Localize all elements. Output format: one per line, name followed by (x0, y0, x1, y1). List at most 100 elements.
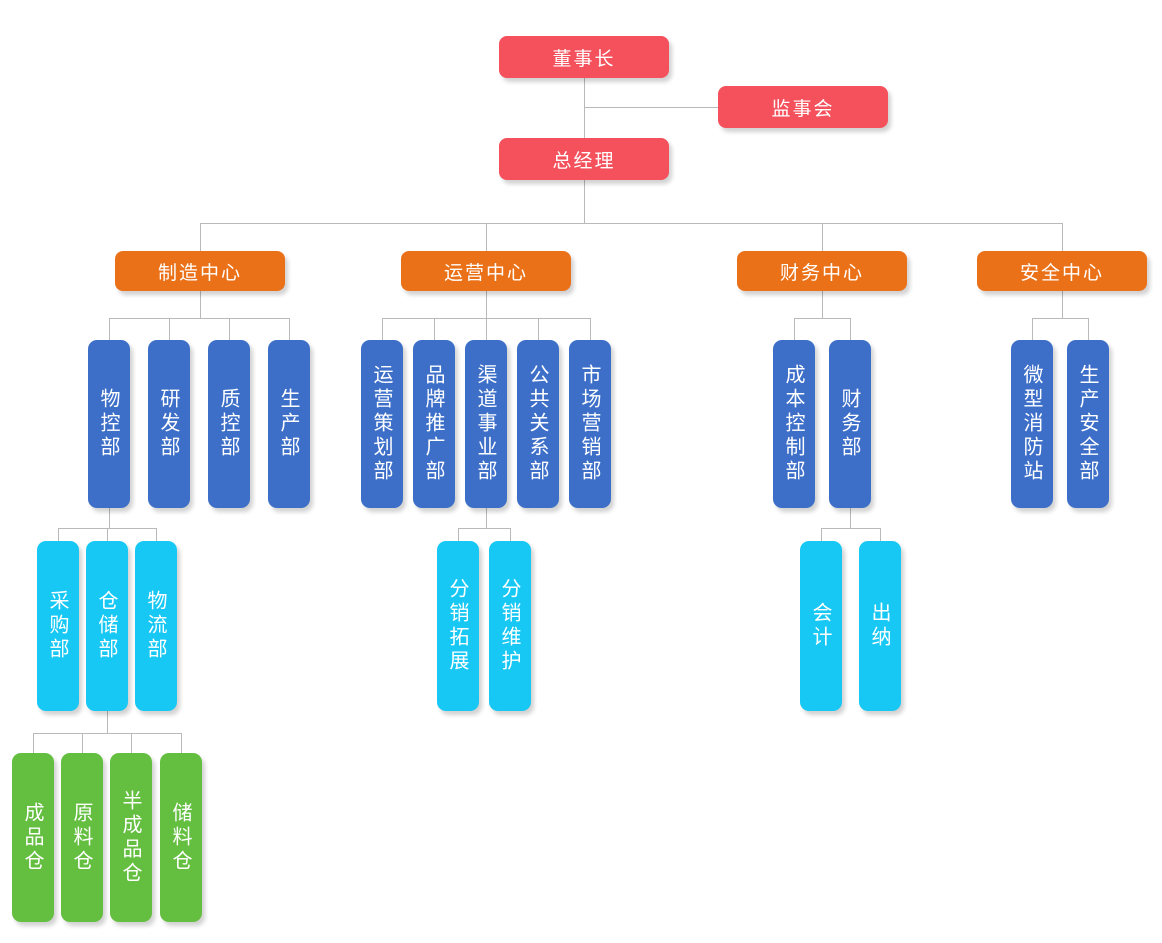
node-accounting: 会计 (800, 541, 842, 711)
connector-line (458, 528, 510, 529)
connector-line (107, 528, 108, 541)
connector-line (434, 318, 435, 340)
node-label: 安全中心 (1019, 261, 1104, 284)
node-label: 成本控制部 (782, 364, 806, 484)
connector-line (590, 318, 591, 340)
connector-line (486, 291, 487, 318)
node-label: 会计 (809, 602, 833, 650)
connector-line (109, 508, 110, 528)
node-cashier: 出纳 (859, 541, 901, 711)
node-label: 质控部 (217, 388, 241, 460)
connector-line (822, 291, 823, 318)
connector-line (200, 223, 201, 251)
node-brand-promotion-dept: 品牌推广部 (413, 340, 455, 508)
connector-line (169, 318, 170, 340)
node-label: 物流部 (144, 590, 168, 662)
node-label: 总经理 (552, 149, 616, 172)
connector-line (200, 223, 1062, 224)
connector-line (486, 508, 487, 528)
connector-line (880, 528, 881, 541)
connector-line (584, 180, 585, 223)
node-semi-finished-goods-warehouse: 半成品仓 (110, 753, 152, 922)
node-cost-control-dept: 成本控制部 (773, 340, 815, 508)
node-warehousing-dept: 仓储部 (86, 541, 128, 711)
node-label: 分销拓展 (446, 578, 470, 674)
connector-line (1088, 318, 1089, 340)
connector-line (794, 318, 795, 340)
connector-line (58, 528, 59, 541)
connector-line (1032, 318, 1088, 319)
node-logistics-dept: 物流部 (135, 541, 177, 711)
connector-line (107, 711, 108, 733)
node-label: 物控部 (97, 388, 121, 460)
connector-line (109, 318, 289, 319)
node-label: 成品仓 (21, 801, 45, 874)
node-quality-control-dept: 质控部 (208, 340, 250, 508)
node-label: 运营中心 (443, 261, 528, 284)
connector-line (486, 223, 487, 251)
node-micro-fire-station: 微型消防站 (1011, 340, 1053, 508)
node-purchasing-dept: 采购部 (37, 541, 79, 711)
node-label: 财务中心 (779, 261, 864, 284)
connector-line (200, 291, 201, 318)
connector-line (850, 318, 851, 340)
node-rnd-dept: 研发部 (148, 340, 190, 508)
connector-line (794, 318, 850, 319)
node-label: 渠道事业部 (474, 364, 498, 484)
connector-line (850, 508, 851, 528)
node-channel-business-dept: 渠道事业部 (465, 340, 507, 508)
node-label: 生产安全部 (1076, 364, 1100, 484)
node-production-dept: 生产部 (268, 340, 310, 508)
node-distribution-maintenance: 分销维护 (489, 541, 531, 711)
node-finance-center: 财务中心 (737, 251, 907, 291)
connector-line (156, 528, 157, 541)
connector-line (584, 107, 718, 108)
node-label: 采购部 (46, 590, 70, 662)
node-label: 市场营销部 (578, 364, 602, 484)
node-label: 分销维护 (498, 578, 522, 674)
node-material-control-dept: 物控部 (88, 340, 130, 508)
connector-line (33, 733, 181, 734)
node-operations-planning-dept: 运营策划部 (361, 340, 403, 508)
node-public-relations-dept: 公共关系部 (517, 340, 559, 508)
node-general-manager: 总经理 (499, 138, 669, 180)
node-manufacturing-center: 制造中心 (115, 251, 285, 291)
node-label: 仓储部 (95, 590, 119, 662)
connector-line (458, 528, 459, 541)
connector-line (821, 528, 880, 529)
node-chairman: 董事长 (499, 36, 669, 78)
node-label: 出纳 (868, 602, 892, 650)
connector-line (510, 528, 511, 541)
node-operations-center: 运营中心 (401, 251, 571, 291)
node-label: 原料仓 (70, 801, 94, 874)
node-label: 监事会 (771, 97, 835, 120)
node-label: 制造中心 (157, 261, 242, 284)
node-label: 财务部 (838, 388, 862, 460)
node-label: 储料仓 (169, 801, 193, 874)
node-marketing-dept: 市场营销部 (569, 340, 611, 508)
connector-line (1032, 318, 1033, 340)
node-raw-material-warehouse: 原料仓 (61, 753, 103, 922)
node-label: 研发部 (157, 388, 181, 460)
node-label: 半成品仓 (119, 789, 143, 886)
node-label: 品牌推广部 (422, 364, 446, 484)
connector-line (33, 733, 34, 753)
node-finished-goods-warehouse: 成品仓 (12, 753, 54, 922)
node-safety-center: 安全中心 (977, 251, 1147, 291)
connector-line (289, 318, 290, 340)
connector-line (822, 223, 823, 251)
connector-line (109, 318, 110, 340)
node-label: 生产部 (277, 388, 301, 460)
connector-line (181, 733, 182, 753)
node-distribution-expansion: 分销拓展 (437, 541, 479, 711)
node-supervisory-board: 监事会 (718, 86, 888, 128)
node-material-storage-warehouse: 储料仓 (160, 753, 202, 922)
node-label: 董事长 (552, 47, 616, 70)
node-finance-dept: 财务部 (829, 340, 871, 508)
connector-line (486, 318, 487, 340)
connector-line (538, 318, 539, 340)
connector-line (382, 318, 383, 340)
connector-line (821, 528, 822, 541)
node-label: 运营策划部 (370, 364, 394, 484)
